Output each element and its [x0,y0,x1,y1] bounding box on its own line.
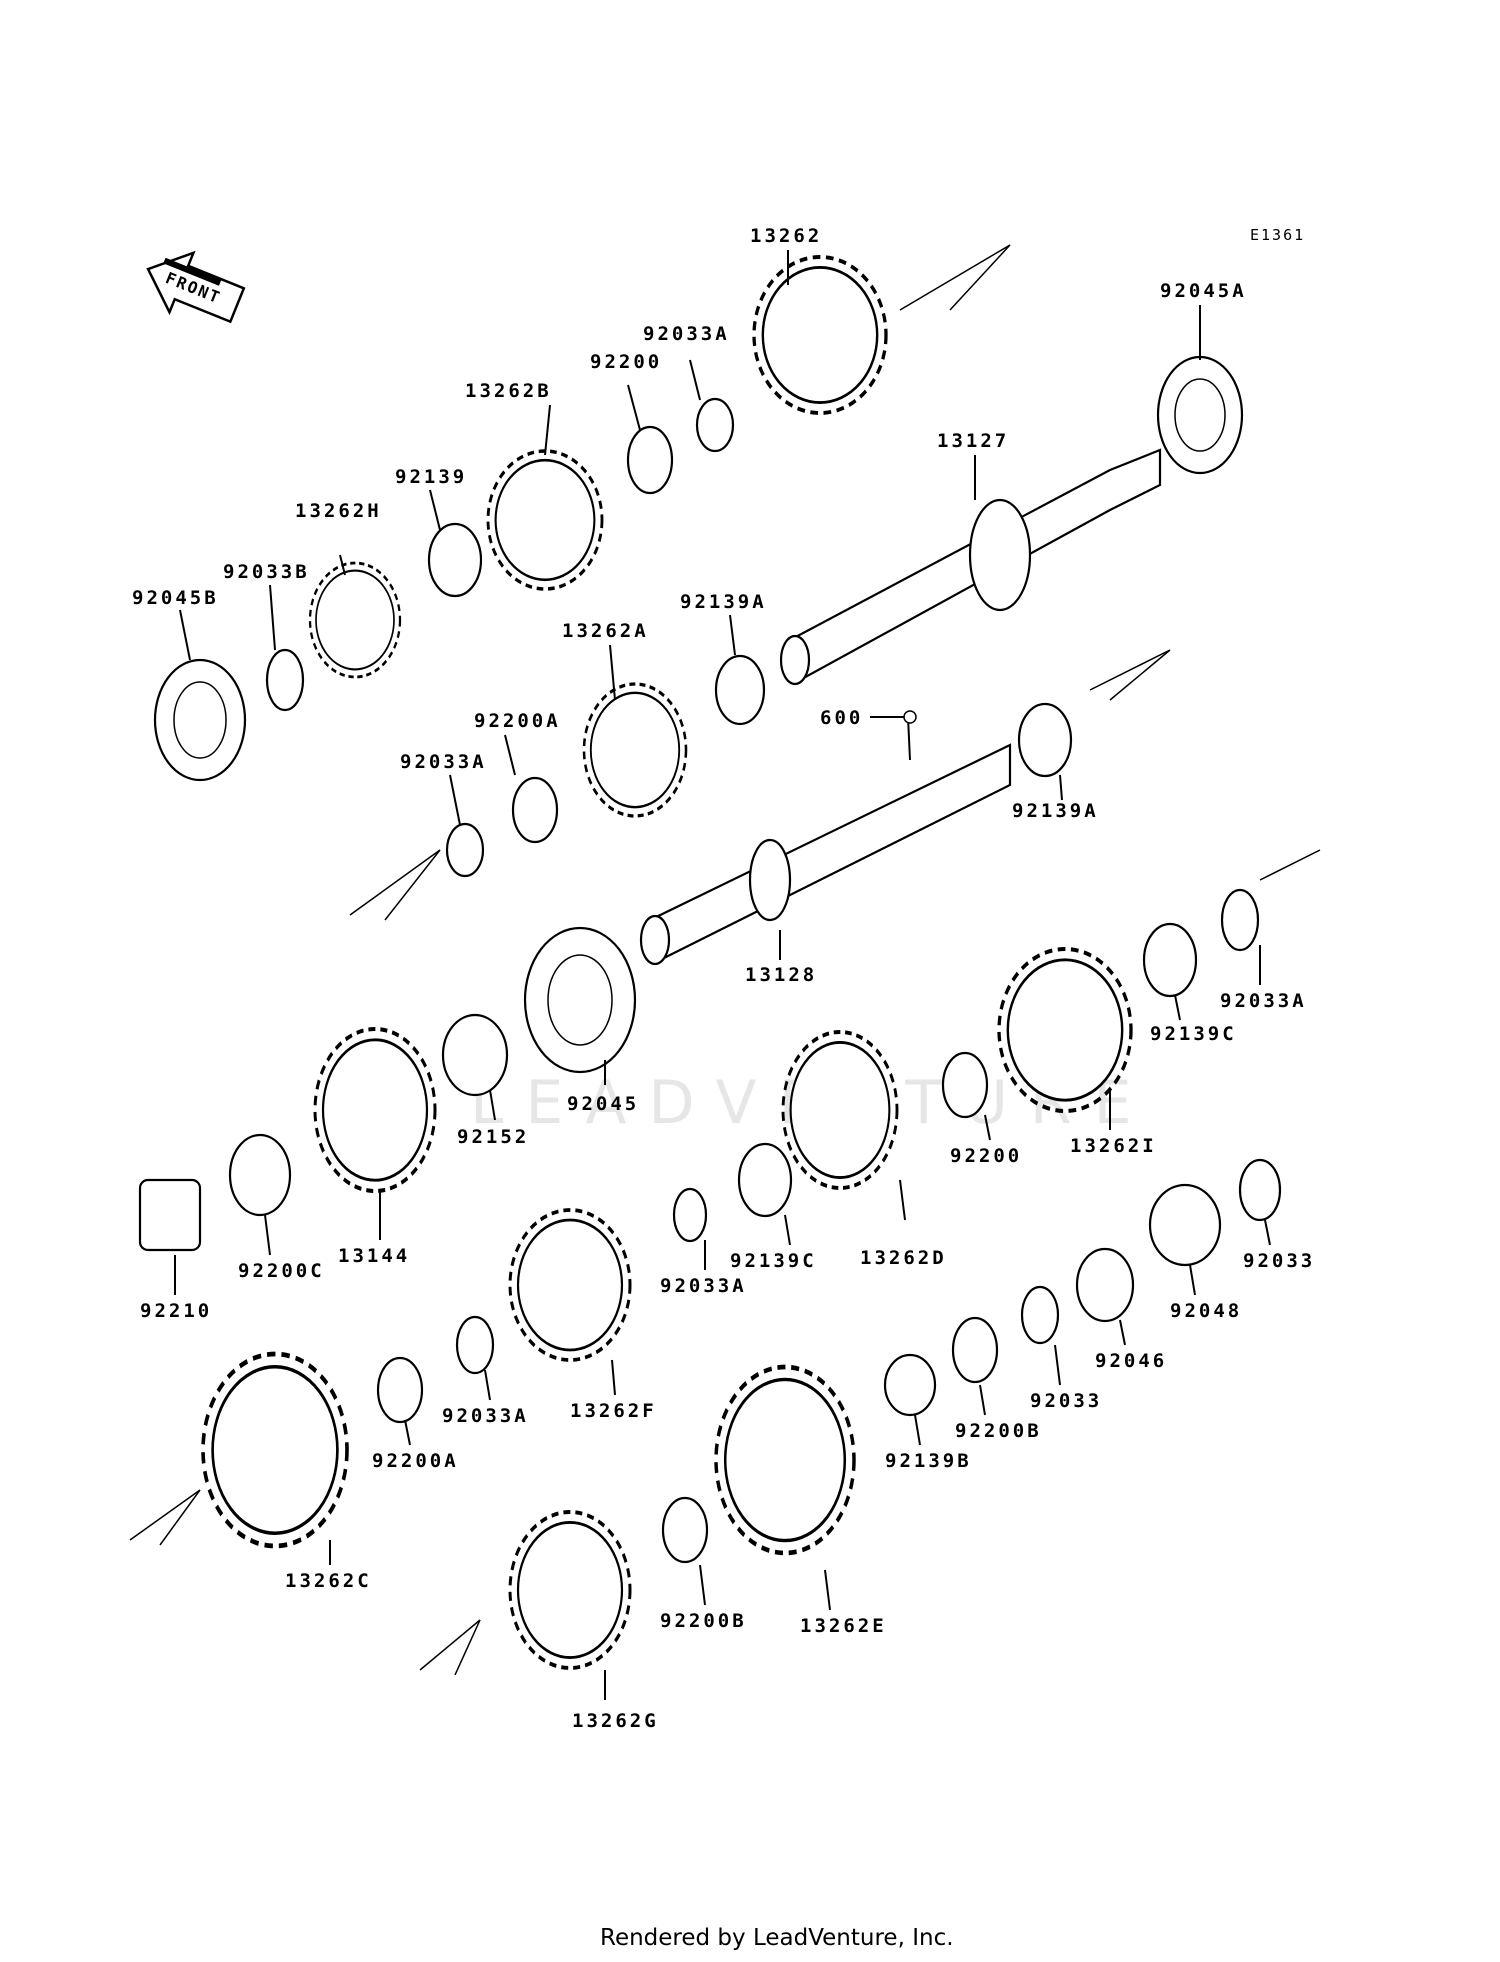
gear-13262D [781,1030,899,1190]
label-92200-mid: 92200 [950,1145,1022,1167]
shaft-13128 [639,743,1012,966]
nut-92210 [138,1178,202,1252]
label-92152: 92152 [457,1126,529,1148]
label-13128: 13128 [745,964,817,986]
label-13262C: 13262C [285,1570,372,1592]
gear-13262E [716,1367,854,1553]
label-13262I: 13262I [1070,1135,1157,1157]
label-13262D: 13262D [860,1247,947,1269]
label-92139C-right: 92139C [1150,1023,1237,1045]
label-13262A: 13262A [562,620,649,642]
label-92033A-top: 92033A [643,323,730,345]
circlip-92033A-low [672,1187,708,1243]
circlip-92033A-right [1220,888,1260,952]
label-92045A: 92045A [1160,280,1247,302]
bushing-92139A-top [714,654,766,726]
washer-92200-mid [941,1051,989,1119]
label-13262G: 13262G [572,1710,659,1732]
sprocket-13144 [315,1029,435,1191]
circlip-92033-right [1238,1158,1282,1222]
label-92139A-right: 92139A [1012,800,1099,822]
label-92033A-mid: 92033A [400,751,487,773]
bushing-92139B [883,1353,937,1417]
label-13262E: 13262E [800,1615,887,1637]
washer-92200A-top [511,776,559,844]
shaft-13127 [779,448,1162,686]
label-13127: 13127 [937,430,1009,452]
front-arrow-icon: FRONT [146,250,246,324]
label-13144: 13144 [338,1245,410,1267]
label-92033B: 92033B [223,561,310,583]
label-92045B: 92045B [132,587,219,609]
diagram-code: E1361 [1250,226,1305,244]
label-92033-low: 92033 [1030,1390,1102,1412]
label-92139: 92139 [395,466,467,488]
label-92046: 92046 [1095,1350,1167,1372]
label-92033-right: 92033 [1243,1250,1315,1272]
circlip-92033-low [1020,1285,1060,1345]
bearing-92046 [1075,1247,1135,1323]
washer-92200B-bot [661,1496,709,1564]
bearing-92045B [153,658,247,782]
bushing-92048 [1148,1183,1222,1267]
gear-13262B [486,449,604,591]
gear-13262C [203,1354,347,1546]
label-92033A-bot: 92033A [442,1405,529,1427]
circlip-92033A-bot [455,1315,495,1375]
bearing-92045A [1156,355,1244,475]
washer-92200A-bot [376,1356,424,1424]
label-92139B: 92139B [885,1450,972,1472]
label-13262F: 13262F [570,1400,657,1422]
label-600: 600 [820,707,863,729]
bearing-92045 [523,926,637,1074]
washer-92200-top [626,425,674,495]
circlip-92033B [265,648,305,712]
gear-13262A [582,682,688,818]
label-92139C-mid: 92139C [730,1250,817,1272]
gear-13262 [752,255,888,415]
label-92033A-right: 92033A [1220,990,1307,1012]
washer-92200B-top [951,1316,999,1384]
bearing-92139 [427,522,483,598]
gear-13262H [308,561,402,679]
label-92033A-low: 92033A [660,1275,747,1297]
label-92200A-top: 92200A [474,710,561,732]
label-13262B: 13262B [465,380,552,402]
label-13262H: 13262H [295,500,382,522]
circlip-92033A-top [695,397,735,453]
gear-13262F [508,1208,632,1362]
collar-92152 [441,1013,509,1097]
label-92139A-top: 92139A [680,591,767,613]
washer-92200C [228,1133,292,1217]
label-92048: 92048 [1170,1300,1242,1322]
label-92200-top: 92200 [590,351,662,373]
gear-13262G [508,1510,632,1670]
bearing-92139C-mid [737,1142,793,1218]
footer-credit: Rendered by LeadVenture, Inc. [600,1925,954,1951]
label-92210: 92210 [140,1300,212,1322]
bushing-92139A-right [1017,702,1073,778]
label-92200B-bot: 92200B [660,1610,747,1632]
label-13262: 13262 [750,225,822,247]
label-92200C: 92200C [238,1260,325,1282]
label-92200B-top: 92200B [955,1420,1042,1442]
label-92045: 92045 [567,1093,639,1115]
bearing-92139C-right [1142,922,1198,998]
label-92200A-bot: 92200A [372,1450,459,1472]
circlip-92033A-mid [445,822,485,878]
